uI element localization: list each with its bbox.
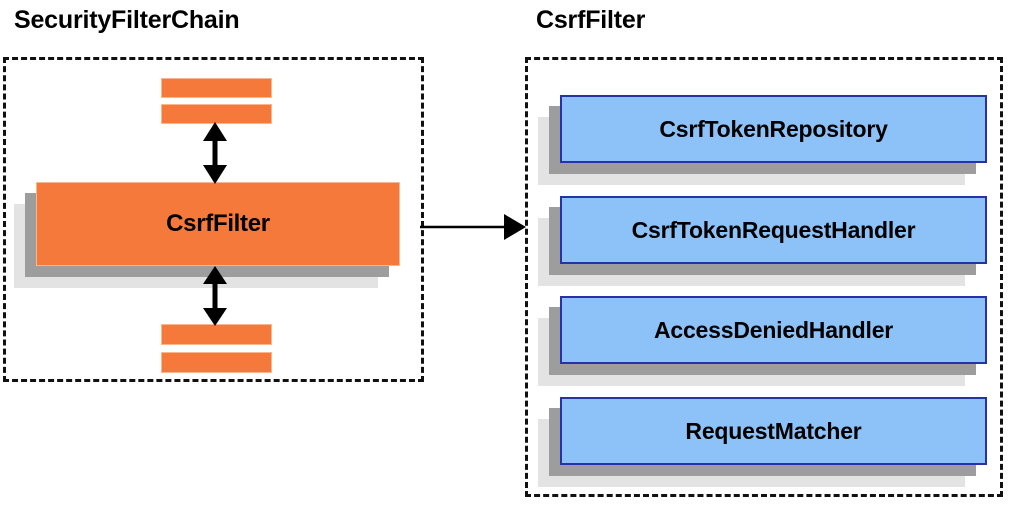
node-face: AccessDeniedHandler [560, 296, 987, 364]
left-panel-title: SecurityFilterChain [14, 6, 240, 34]
node-csrf-filter[interactable]: CsrfFilter [14, 182, 400, 288]
right-panel-title: CsrfFilter [536, 6, 646, 34]
node-face: CsrfFilter [36, 182, 400, 266]
node-face: RequestMatcher [560, 397, 987, 465]
node-label: AccessDeniedHandler [653, 316, 894, 343]
node-label: CsrfTokenRequestHandler [631, 216, 916, 243]
arrow-csrf-filter-to-detail [420, 214, 526, 240]
bidirectional-arrow-below-csrf-filter [203, 266, 227, 326]
csrf-filter-detail-panel [525, 57, 1003, 497]
filter-stub-bar-bottom-1 [161, 324, 272, 345]
security-filter-chain-panel [3, 57, 424, 382]
bidirectional-arrow-above-csrf-filter [203, 122, 227, 184]
node-label: CsrfTokenRepository [659, 115, 888, 142]
filter-stub-bar-bottom-2 [161, 352, 272, 373]
node-face: CsrfTokenRepository [560, 95, 987, 163]
node-request-matcher[interactable]: RequestMatcher [538, 397, 987, 487]
node-access-denied-handler[interactable]: AccessDeniedHandler [538, 296, 987, 386]
node-label: RequestMatcher [685, 417, 862, 444]
node-face: CsrfTokenRequestHandler [560, 196, 987, 264]
filter-stub-bar-top-1 [161, 78, 272, 98]
filter-stub-bar-top-2 [161, 104, 272, 124]
node-csrf-token-request-handler[interactable]: CsrfTokenRequestHandler [538, 196, 987, 286]
node-csrf-token-repository[interactable]: CsrfTokenRepository [538, 95, 987, 185]
node-label: CsrfFilter [166, 210, 270, 237]
